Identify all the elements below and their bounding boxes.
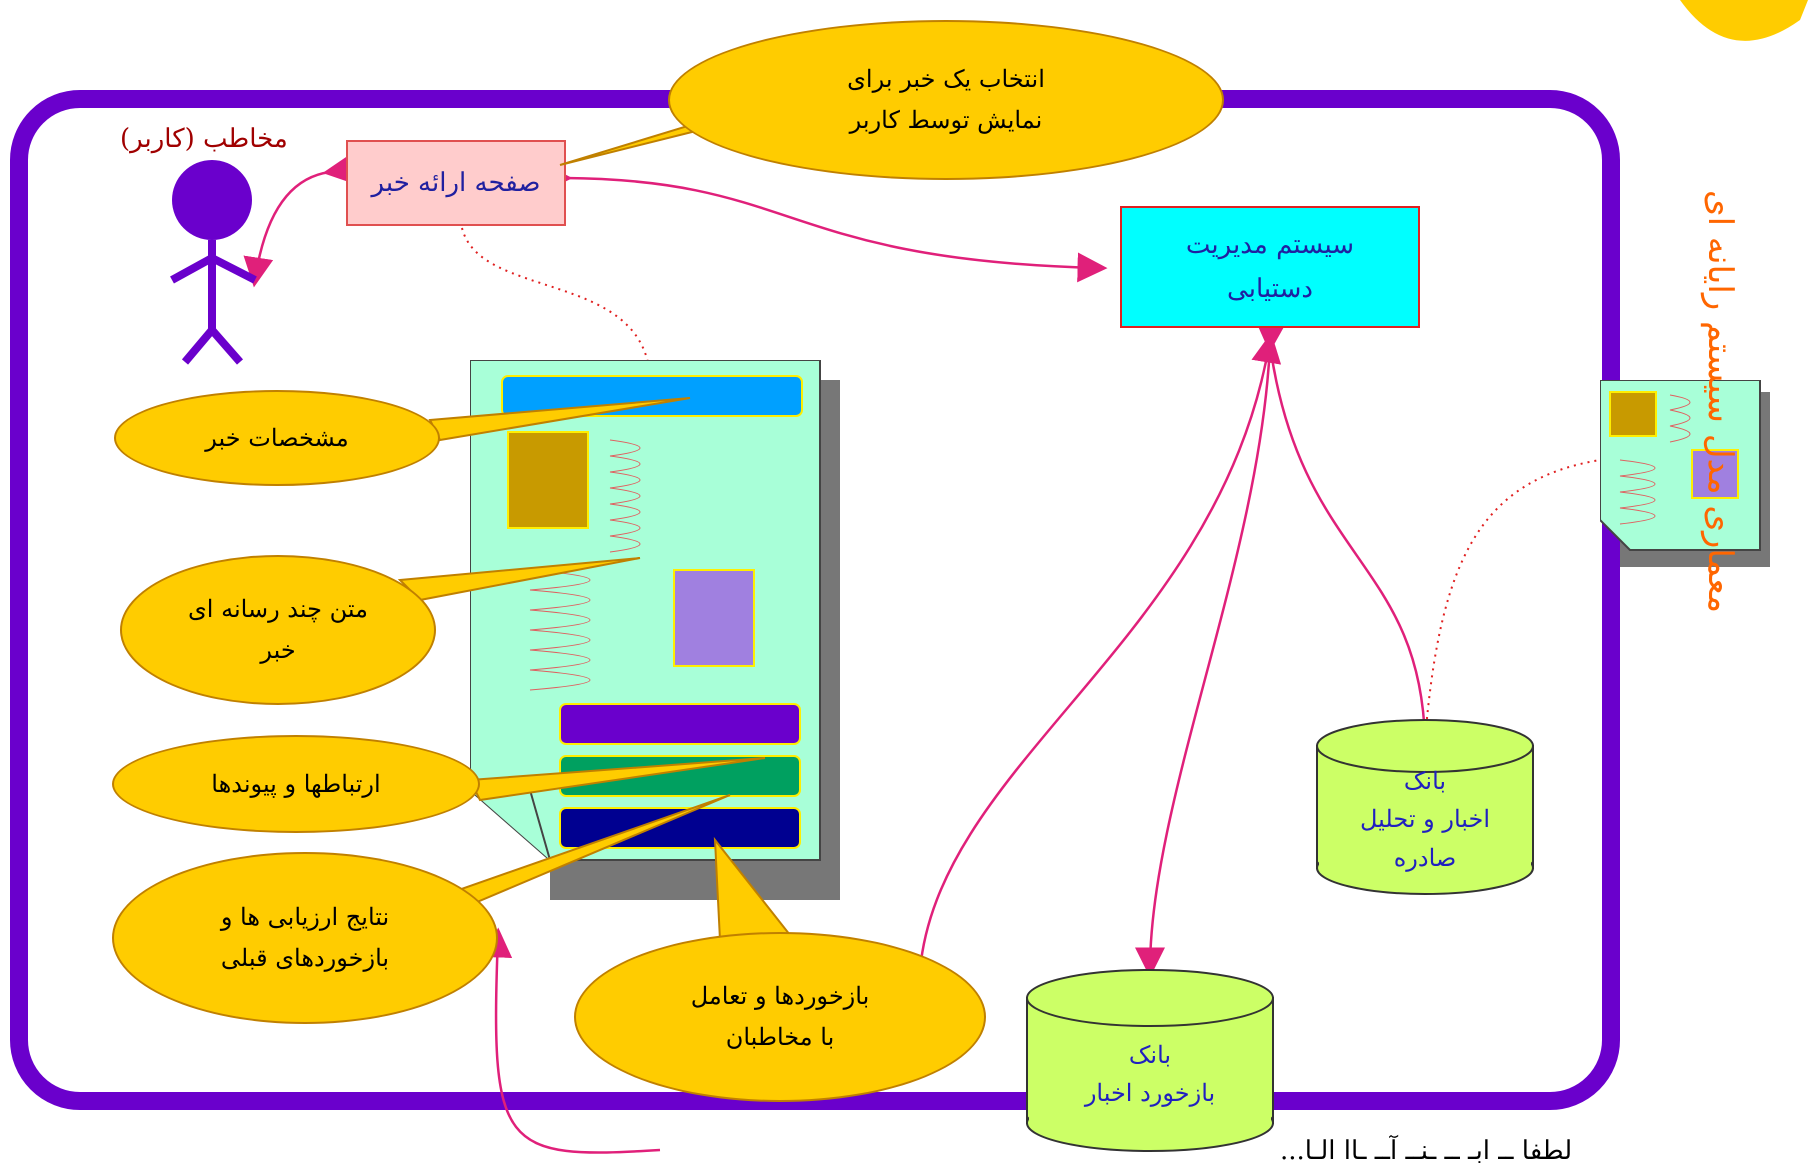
feedback-bank-cylinder [1026,969,1274,1152]
news-document [470,360,840,900]
callout-feedback-interaction: بازخوردها و تعامل با مخاطبان [574,932,986,1102]
callout-links: ارتباطها و پیوندها [112,735,480,833]
news-page-box: صفحه ارائه خبر [346,140,566,226]
feedback-bank-label: بانک بازخورد اخبار [1084,1041,1216,1108]
user-label: مخاطب (کاربر) [120,124,288,154]
access-system-box: سیستم مدیریت دستیابی [1120,206,1420,328]
callout-news-specs: مشخصات خبر [114,390,440,486]
callout-evaluations: نتایج ارزیابی ها و بازخوردهای قبلی [112,852,498,1024]
callout-select-news: انتخاب یک خبر برای نمایش توسط کاربر [668,20,1224,180]
user-figure [170,160,257,365]
issued-news-document [1600,380,1770,567]
issued-news-bank-label: بانک اخبار و تحلیل صادره [1359,767,1491,872]
issued-news-bank-cylinder [1316,719,1534,895]
side-title: معماری مدل سیستم رایانه ای [1700,190,1740,614]
bottom-caption: ...لطفا ــ ابـ ــ ـنــ آــ ـاا الـا [1280,1136,1573,1166]
corner-decoration [1680,0,1808,41]
callout-multimedia-text: متن چند رسانه ای خبر [120,555,436,705]
